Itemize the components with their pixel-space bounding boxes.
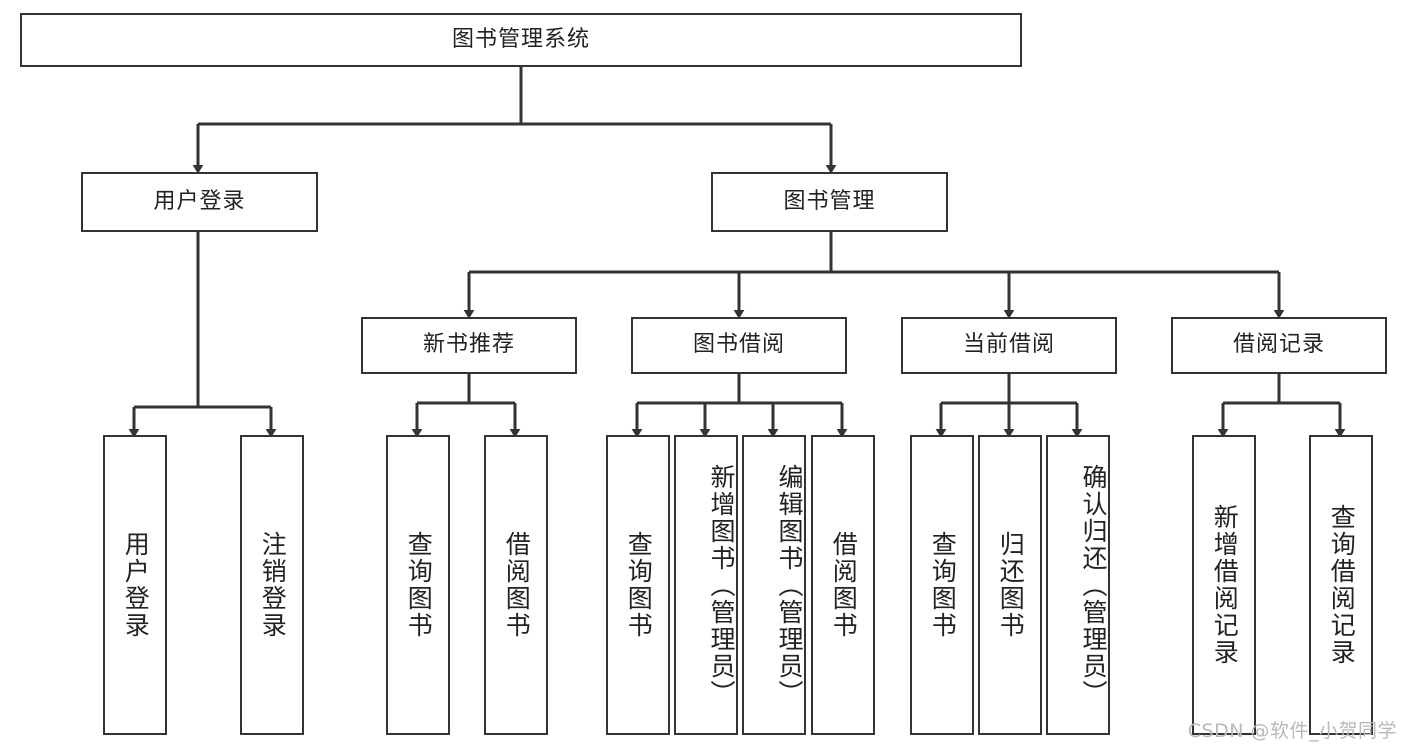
- leaf-current-return-book[interactable]: 归还图书: [978, 435, 1042, 735]
- node-book-borrow[interactable]: 图书借阅: [631, 317, 847, 374]
- leaf-borrow-borrow-book[interactable]: 借阅图书: [811, 435, 875, 735]
- leaf-newbook-borrow-book[interactable]: 借阅图书: [484, 435, 548, 735]
- node-new-book-recommend[interactable]: 新书推荐: [361, 317, 577, 374]
- node-current-borrow[interactable]: 当前借阅: [901, 317, 1117, 374]
- leaf-borrow-query-book[interactable]: 查询图书: [606, 435, 670, 735]
- leaf-borrow-edit-book-admin[interactable]: 编辑图书（管理员）: [742, 435, 806, 735]
- node-borrow-record[interactable]: 借阅记录: [1171, 317, 1387, 374]
- leaf-record-query-record[interactable]: 查询借阅记录: [1309, 435, 1373, 735]
- node-user-login[interactable]: 用户登录: [81, 172, 318, 232]
- node-root-system[interactable]: 图书管理系统: [20, 13, 1022, 67]
- leaf-current-confirm-return-admin[interactable]: 确认归还（管理员）: [1046, 435, 1110, 735]
- leaf-newbook-query-book[interactable]: 查询图书: [386, 435, 450, 735]
- leaf-record-add-record[interactable]: 新增借阅记录: [1192, 435, 1256, 735]
- leaf-current-query-book[interactable]: 查询图书: [910, 435, 974, 735]
- leaf-logout[interactable]: 注销登录: [240, 435, 304, 735]
- node-book-management[interactable]: 图书管理: [711, 172, 948, 232]
- leaf-borrow-add-book-admin[interactable]: 新增图书（管理员）: [674, 435, 738, 735]
- leaf-user-login[interactable]: 用户登录: [103, 435, 167, 735]
